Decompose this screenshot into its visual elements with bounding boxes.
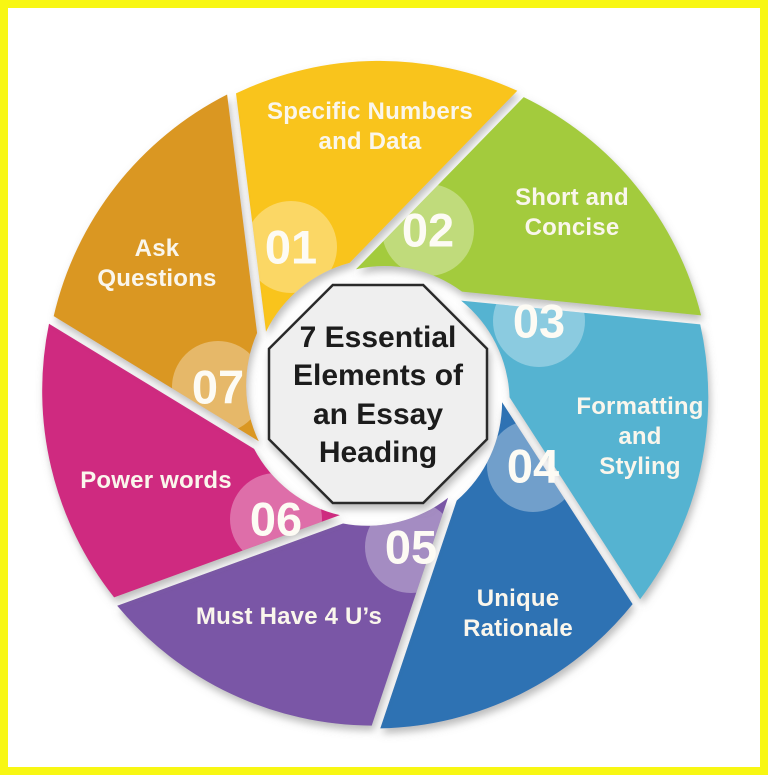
slice-04 bbox=[380, 402, 633, 729]
slice-06 bbox=[42, 323, 340, 598]
slice-01 bbox=[236, 60, 518, 332]
slice-03 bbox=[461, 300, 709, 600]
number-bubble-03 bbox=[493, 300, 585, 367]
slice-07 bbox=[53, 94, 259, 442]
slice-05 bbox=[117, 497, 449, 726]
number-bubble-01 bbox=[245, 201, 337, 293]
slice-02 bbox=[356, 97, 702, 316]
center-octagon bbox=[267, 283, 489, 505]
